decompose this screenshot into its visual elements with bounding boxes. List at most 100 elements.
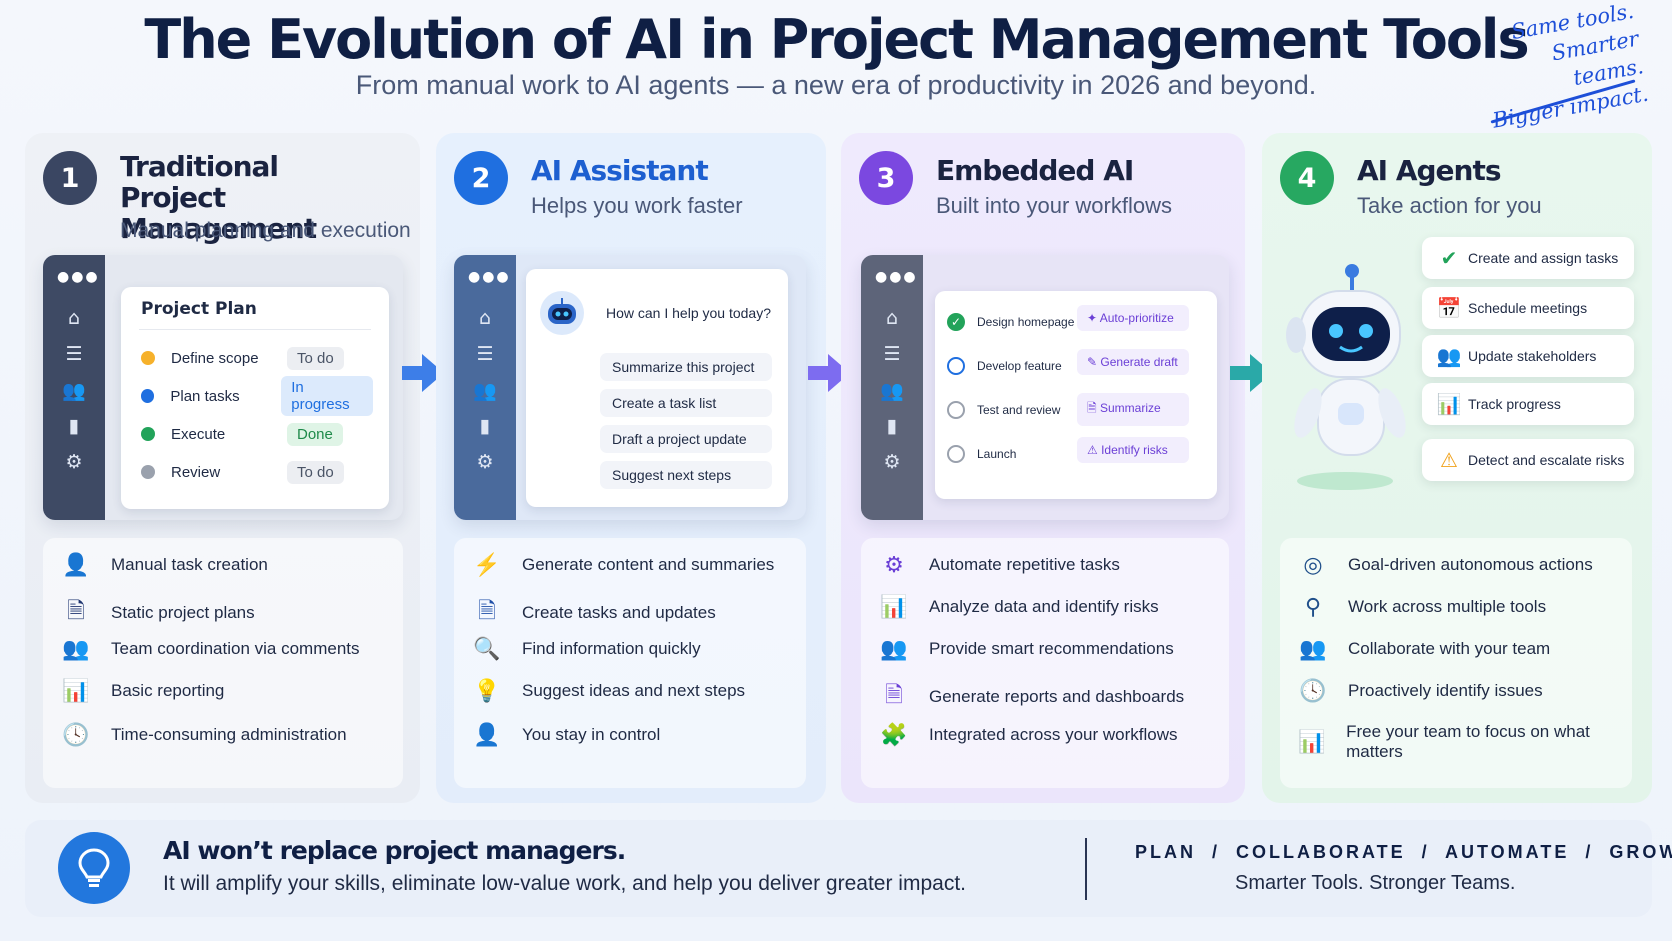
- ai-action-label: Summarize: [1099, 401, 1161, 415]
- ai-action-button[interactable]: 🗎 Summarize: [1077, 393, 1189, 426]
- feature-text: Integrated across your workflows: [929, 725, 1178, 744]
- list-icon[interactable]: ☰: [883, 343, 901, 365]
- check-circle-icon: ✓: [947, 313, 965, 331]
- bar-chart-icon[interactable]: ▮: [479, 415, 491, 437]
- feature-text: You stay in control: [522, 725, 661, 744]
- workflow-task[interactable]: Develop feature: [947, 357, 1062, 375]
- person-icon: 👤: [473, 722, 501, 747]
- stage-title: Traditional Project Management: [120, 151, 420, 244]
- ai-action-button[interactable]: ⚠ Identify risks: [1077, 437, 1189, 463]
- feature-item: 🔍Find information quickly: [472, 636, 700, 662]
- team-icon[interactable]: 👥: [880, 380, 904, 402]
- feature-list: ⚡ Generate content and summaries 🗎 Create t…: [454, 538, 806, 788]
- bar-chart-icon: 📊: [1298, 729, 1326, 754]
- ai-action-button[interactable]: ✎ Generate draft: [1077, 349, 1189, 375]
- ai-action-label: Identify risks: [1101, 443, 1168, 457]
- status-dot: [141, 389, 155, 403]
- lightning-icon: ⚡: [473, 552, 501, 577]
- team-icon[interactable]: 👥: [473, 380, 497, 402]
- home-icon[interactable]: ⌂: [67, 307, 81, 329]
- workflow-task[interactable]: Launch: [947, 445, 1016, 463]
- bar-chart-icon[interactable]: ▮: [68, 415, 80, 437]
- task-label: Design homepage: [977, 315, 1075, 329]
- suggestion-button[interactable]: Suggest next steps: [600, 461, 772, 489]
- stage-4-column: 4 AI Agents Take action for you ✔Create …: [1262, 133, 1652, 803]
- bar-chart-icon: 📊: [1436, 393, 1462, 416]
- check-circle-icon: ✔: [1440, 247, 1458, 270]
- banner-tags: PLAN / COLLABORATE / AUTOMATE / GROW: [1135, 842, 1672, 862]
- stage-subtitle: Helps you work faster: [531, 193, 743, 218]
- suggestion-button[interactable]: Summarize this project: [600, 353, 772, 381]
- bar-chart-icon[interactable]: ▮: [886, 415, 898, 437]
- feature-text: Provide smart recommendations: [929, 639, 1174, 658]
- stage-title: AI Assistant: [531, 154, 709, 187]
- assistant-panel: How can I help you today? Summarize this…: [526, 269, 788, 507]
- bottom-banner: AI won’t replace project managers. It wi…: [25, 820, 1672, 917]
- agent-action-card[interactable]: 📊Track progress: [1422, 383, 1634, 425]
- home-icon[interactable]: ⌂: [478, 307, 492, 329]
- status-dot: [141, 427, 155, 441]
- list-icon[interactable]: ☰: [476, 343, 494, 365]
- assistant-prompt: How can I help you today?: [606, 305, 771, 321]
- team-icon: 👥: [1299, 636, 1327, 661]
- document-icon: 🗎: [478, 598, 496, 623]
- feature-list: 👤Manual task creation🗎Static project pla…: [43, 538, 403, 788]
- network-icon: ⚲: [1304, 594, 1322, 619]
- team-icon: 👥: [62, 636, 90, 661]
- stage-3-column: 3 Embedded AI Built into your workflows …: [841, 133, 1245, 803]
- document-icon: 🗎: [885, 682, 903, 707]
- agent-action-label: Detect and escalate risks: [1468, 452, 1625, 468]
- team-icon[interactable]: 👥: [62, 380, 86, 402]
- feature-item: 📊 Free your team to focus on what matters: [1298, 722, 1632, 762]
- task-label: Test and review: [977, 403, 1061, 417]
- feature-text: Team coordination via comments: [111, 639, 360, 658]
- agent-action-card[interactable]: ✔ Create and assign tasks: [1422, 237, 1634, 279]
- plan-row[interactable]: Define scope To do: [141, 343, 373, 373]
- home-icon[interactable]: ⌂: [885, 307, 899, 329]
- ai-action-button[interactable]: ✦ Auto-prioritize: [1077, 305, 1189, 331]
- person-icon: 👤: [62, 552, 90, 577]
- puzzle-icon: 🧩: [880, 722, 908, 747]
- feature-item: 💡Suggest ideas and next steps: [472, 678, 745, 704]
- agent-action-card[interactable]: 👥Update stakeholders: [1422, 335, 1634, 377]
- workflow-task[interactable]: ✓ Design homepage: [947, 313, 1074, 331]
- warning-icon: ⚠: [1440, 449, 1458, 472]
- list-icon[interactable]: ☰: [65, 343, 83, 365]
- banner-headline: AI won’t replace project managers.: [163, 836, 626, 865]
- gear-icon[interactable]: ⚙: [65, 451, 83, 473]
- calendar-icon: 📅: [1436, 297, 1462, 320]
- agent-action-card[interactable]: ⚠ Detect and escalate risks: [1422, 439, 1634, 481]
- app-sidebar: ●●● ⌂ ☰ 👥 ▮ ⚙: [861, 255, 923, 520]
- feature-item: 🗎Generate reports and dashboards: [879, 678, 1184, 716]
- clock-icon: 🕓: [62, 722, 90, 747]
- agent-action-label: Create and assign tasks: [1468, 250, 1619, 266]
- workflow-task[interactable]: Test and review: [947, 401, 1060, 419]
- feature-item: 🗎Static project plans: [61, 594, 255, 632]
- feature-text: Work across multiple tools: [1348, 597, 1547, 616]
- task-label: Define scope: [171, 349, 259, 367]
- feature-text: Time-consuming administration: [111, 725, 347, 744]
- suggestion-button[interactable]: Create a task list: [600, 389, 772, 417]
- status-badge: To do: [287, 346, 344, 370]
- feature-list: ⚙Automate repetitive tasks📊Analyze data …: [861, 538, 1229, 788]
- feature-text: Free your team to focus on what matters: [1346, 722, 1590, 761]
- banner-body: It will amplify your skills, eliminate l…: [163, 872, 966, 895]
- gear-icon[interactable]: ⚙: [883, 451, 901, 473]
- feature-text: Create tasks and updates: [522, 603, 716, 622]
- stage-subtitle: Take action for you: [1357, 193, 1542, 218]
- document-icon: 🗎: [1087, 401, 1100, 415]
- agent-action-card[interactable]: 📅Schedule meetings: [1422, 287, 1634, 329]
- status-badge: To do: [287, 460, 344, 484]
- feature-item: 🕓 Time-consuming administration: [61, 722, 347, 748]
- gear-icon[interactable]: ⚙: [476, 451, 494, 473]
- stage-title: AI Agents: [1357, 154, 1502, 187]
- feature-text: Generate content and summaries: [522, 555, 775, 574]
- agent-action-label: Update stakeholders: [1468, 348, 1597, 364]
- suggestion-button[interactable]: Draft a project update: [600, 425, 772, 453]
- task-label: Execute: [171, 425, 226, 443]
